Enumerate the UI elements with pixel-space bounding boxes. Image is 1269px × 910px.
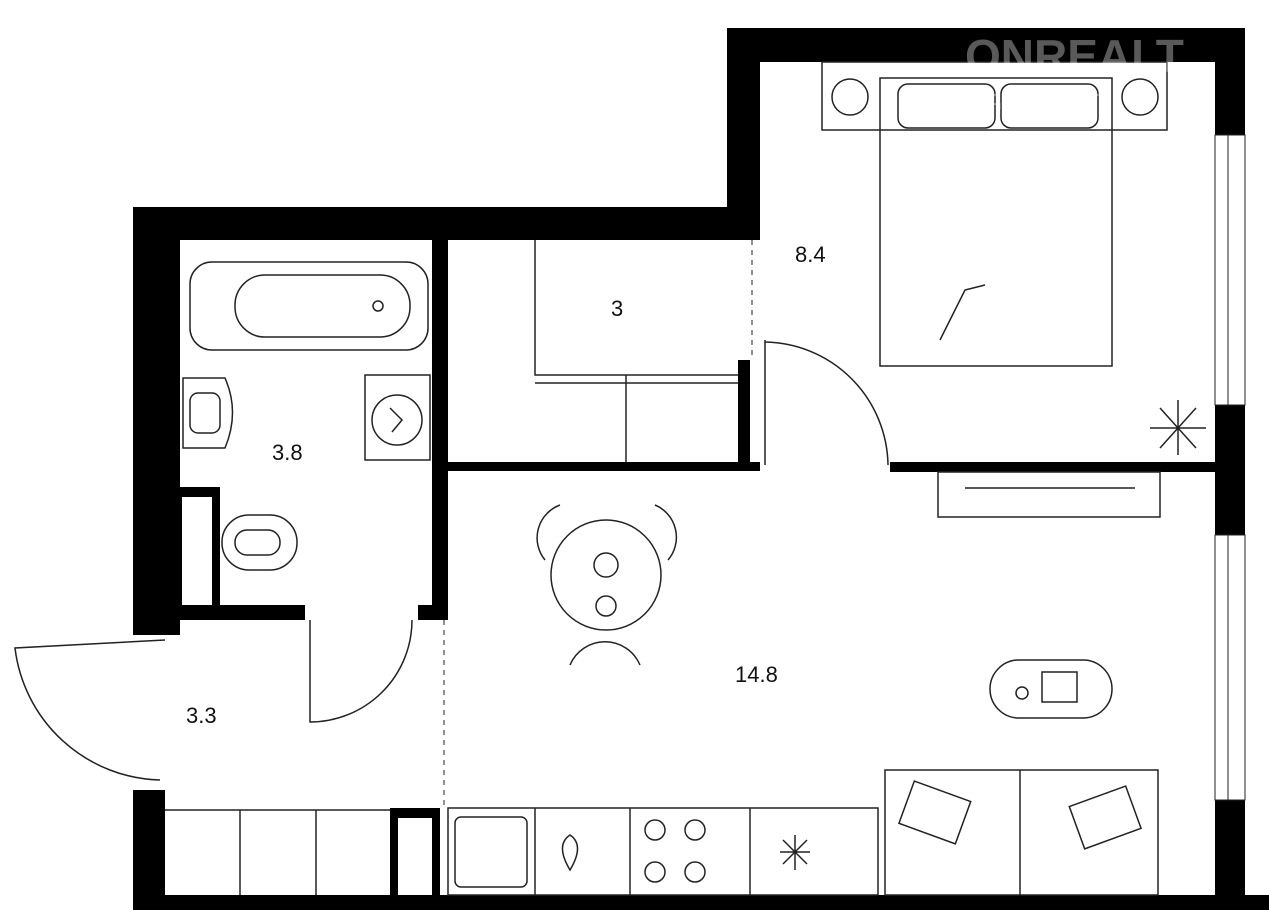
room-area-living-kitchen: 14.8	[735, 662, 778, 687]
doors	[14, 340, 889, 781]
washing-machine	[364, 374, 431, 461]
bed	[821, 61, 1168, 367]
svg-text:недвижимость: недвижимость	[965, 88, 1112, 110]
openings	[443, 240, 753, 808]
kitchen-counter	[165, 807, 879, 896]
svg-text:ONREALT: ONREALT	[965, 30, 1184, 82]
walls	[133, 28, 1269, 910]
dining-table	[536, 504, 678, 666]
room-area-storage: 3	[611, 296, 623, 321]
bathtub	[189, 261, 429, 351]
sofa	[884, 769, 1159, 896]
tv-stand	[937, 471, 1161, 518]
storage-shelves	[534, 240, 738, 462]
windows	[1214, 134, 1246, 801]
room-area-bedroom: 8.4	[795, 242, 826, 267]
toilet	[221, 514, 298, 571]
room-area-bathroom: 3.8	[272, 440, 303, 465]
watermark-logo: ONREALT недвижимость	[965, 30, 1184, 110]
sink	[182, 377, 234, 449]
coffee-table	[989, 659, 1113, 719]
plant-icon	[1150, 400, 1206, 455]
room-area-hallway: 3.3	[186, 703, 217, 728]
